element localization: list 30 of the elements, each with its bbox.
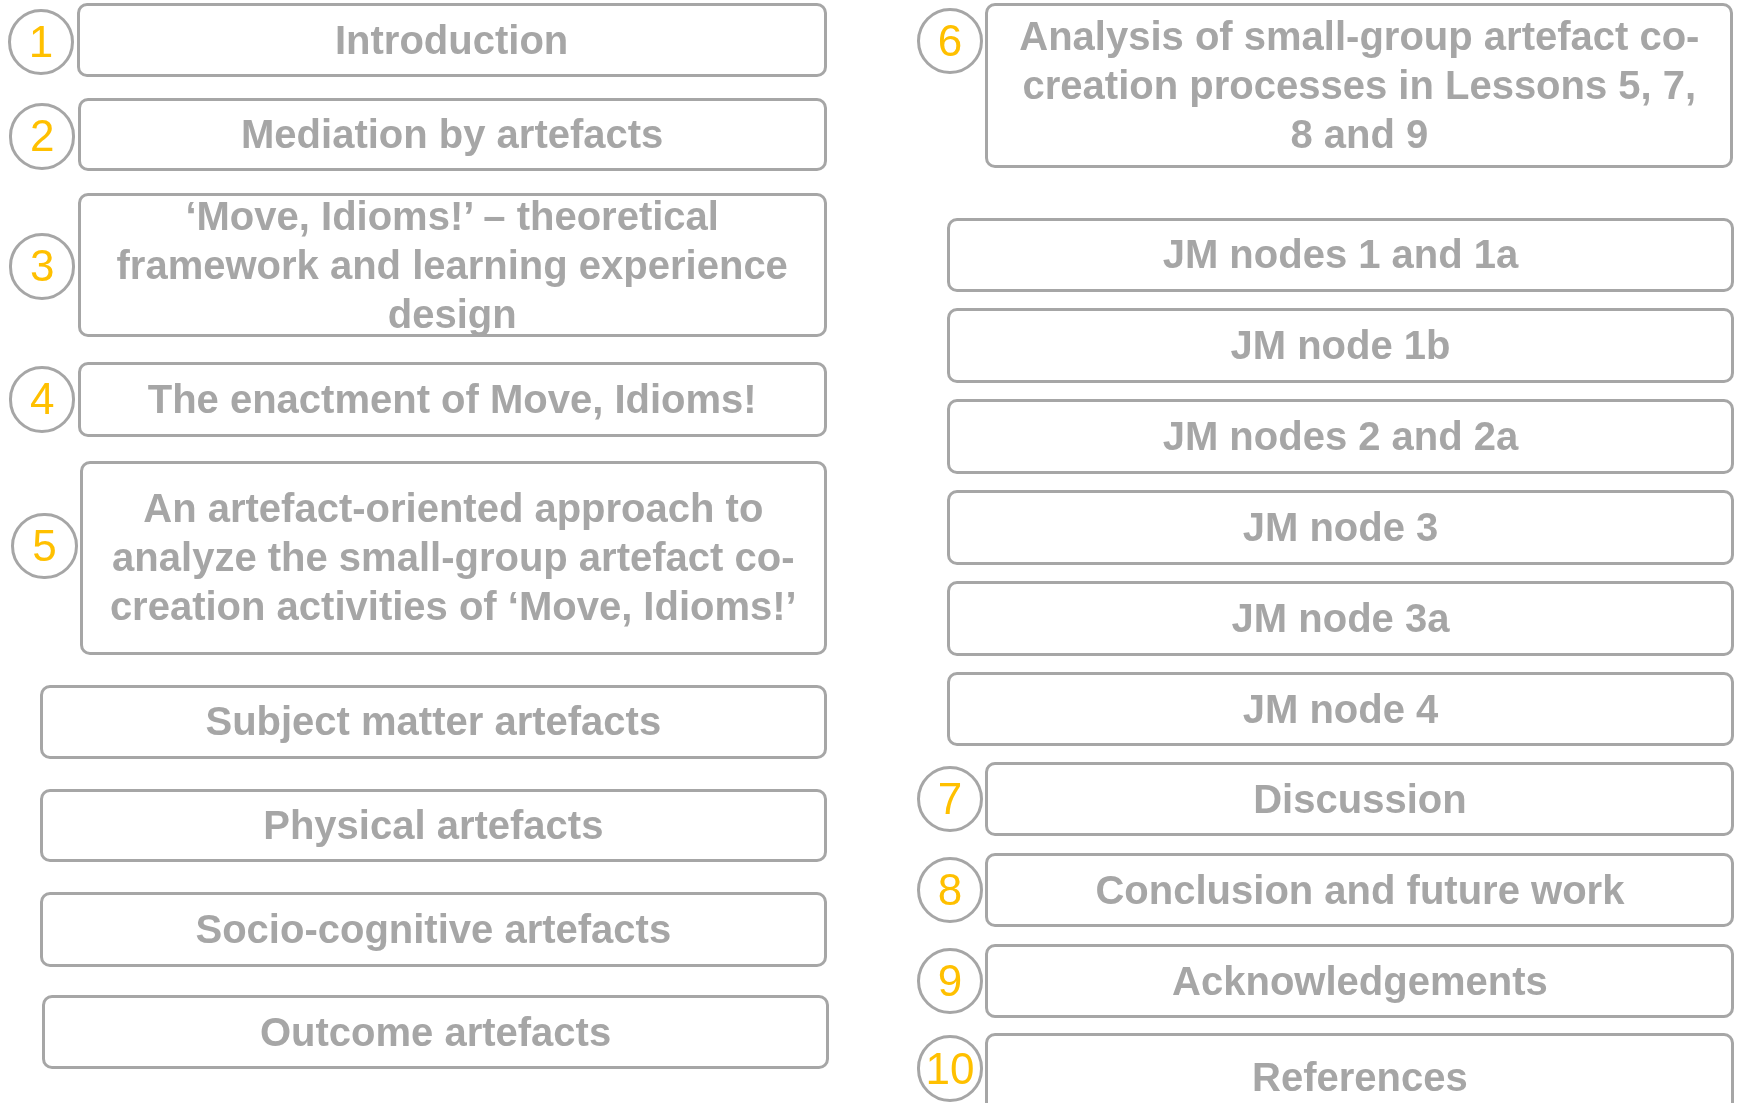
section-box: JM node 3a [946, 581, 1735, 656]
section-number-circle: 10 [916, 1035, 984, 1102]
section-number-circle: 2 [8, 103, 76, 170]
section-number-circle: 6 [916, 7, 984, 75]
section-box: JM node 4 [946, 672, 1735, 746]
section-box: Introduction [76, 3, 827, 77]
section-box: Socio-cognitive artefacts [39, 892, 827, 967]
section-number-circle: 9 [916, 947, 984, 1015]
section-box: The enactment of Move, Idioms! [77, 361, 827, 438]
section-box: JM node 1b [946, 308, 1735, 383]
section-box: Physical artefacts [39, 789, 827, 863]
section-number-circle: 8 [916, 856, 984, 924]
section-box: Conclusion and future work [985, 853, 1735, 927]
section-box: JM node 3 [946, 490, 1735, 565]
section-box: Mediation by artefacts [77, 97, 827, 171]
section-box: ‘Move, Idioms!’ – theoretical framework and learning experience design [77, 193, 827, 338]
section-number-circle: 7 [916, 765, 984, 833]
section-number-circle: 5 [11, 512, 78, 580]
section-number-circle: 1 [7, 8, 75, 76]
section-box: JM nodes 1 and 1a [946, 217, 1735, 292]
section-number-circle: 4 [8, 366, 76, 433]
section-box: Discussion [985, 762, 1735, 836]
section-box: Acknowledgements [985, 944, 1735, 1018]
section-box: References [985, 1033, 1735, 1103]
section-box: Subject matter artefacts [39, 684, 827, 759]
section-box: Analysis of small-group artefact co-creation processes in Lessons 5, 7, 8 and 9 [985, 3, 1734, 168]
section-number-circle: 3 [8, 233, 76, 300]
section-box: JM nodes 2 and 2a [946, 399, 1735, 474]
section-box: An artefact-oriented approach to analyze the small-group artefact co-creation activities of ‘Move, Idioms!’ [79, 460, 827, 655]
section-box: Outcome artefacts [42, 995, 829, 1069]
